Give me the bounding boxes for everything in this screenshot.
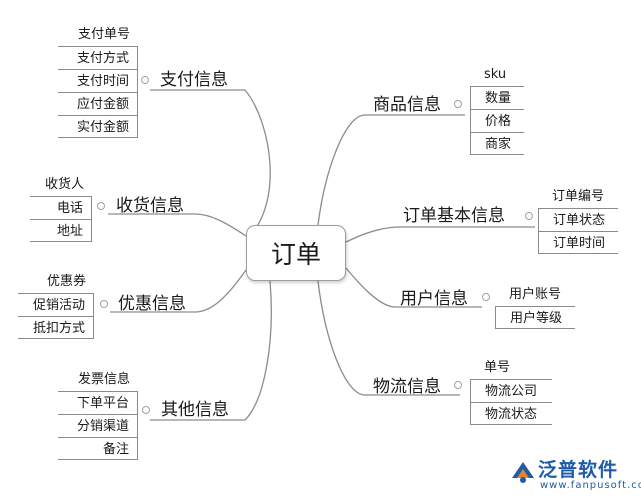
logo-url: www.fanpusoft.com (540, 480, 641, 491)
leaf-product-2[interactable]: 价格 (470, 109, 524, 132)
leaf-receiver-2[interactable]: 地址 (30, 219, 92, 242)
link-order-basic (345, 226, 535, 243)
list-user: 用户账号 用户等级 (495, 283, 575, 329)
list-discount: 优惠券 促销活动 抵扣方式 (18, 270, 94, 339)
leaf-order-basic-1[interactable]: 订单状态 (538, 208, 618, 231)
leaf-discount-1[interactable]: 促销活动 (18, 293, 94, 316)
link-product (317, 114, 465, 226)
collapse-dot-user (482, 293, 490, 301)
leaf-other-0[interactable]: 发票信息 (77, 372, 130, 387)
branch-discount[interactable]: 优惠信息 (118, 294, 186, 314)
link-payment (150, 89, 271, 239)
branch-receiver[interactable]: 收货信息 (116, 196, 184, 216)
link-logistics (317, 280, 460, 396)
fanpu-logo: 泛普软件 www.fanpusoft.com (508, 452, 641, 498)
leaf-product-1[interactable]: 数量 (470, 86, 524, 109)
leaf-receiver-1[interactable]: 电话 (30, 196, 92, 219)
leaf-other-1[interactable]: 下单平台 (58, 391, 138, 414)
leaf-payment-3[interactable]: 应付金额 (58, 92, 138, 115)
branch-order-basic[interactable]: 订单基本信息 (403, 206, 505, 226)
collapse-dot-order-basic (525, 212, 533, 220)
leaf-payment-4[interactable]: 实付金额 (58, 115, 138, 138)
leaf-receiver-0[interactable]: 收货人 (44, 177, 84, 192)
branch-user[interactable]: 用户信息 (400, 289, 468, 309)
list-order-basic: 订单编号 订单状态 订单时间 (538, 185, 618, 254)
list-receiver: 收货人 电话 地址 (30, 173, 92, 242)
leaf-user-0[interactable]: 用户账号 (509, 287, 562, 302)
list-product: sku 数量 价格 商家 (470, 63, 524, 155)
leaf-other-2[interactable]: 分销渠道 (58, 414, 138, 437)
link-discount (110, 269, 247, 313)
branch-product[interactable]: 商品信息 (373, 95, 441, 115)
center-label: 订单 (270, 240, 321, 269)
collapse-dot-discount (100, 300, 108, 308)
list-logistics: 单号 物流公司 物流状态 (470, 356, 552, 425)
collapse-dot-payment (141, 76, 149, 84)
collapse-dot-logistics (454, 381, 462, 389)
collapse-dot-other (142, 406, 150, 414)
list-other: 发票信息 下单平台 分销渠道 备注 (58, 368, 138, 460)
branch-logistics[interactable]: 物流信息 (373, 377, 441, 397)
leaf-logistics-0[interactable]: 单号 (484, 360, 511, 375)
branch-payment[interactable]: 支付信息 (160, 70, 228, 90)
fanpu-logo-icon (512, 462, 534, 483)
leaf-product-3[interactable]: 商家 (470, 132, 524, 155)
leaf-logistics-1[interactable]: 物流公司 (470, 379, 552, 402)
leaf-order-basic-0[interactable]: 订单编号 (552, 189, 605, 204)
collapse-dot-product (454, 100, 462, 108)
leaf-discount-2[interactable]: 抵扣方式 (18, 316, 94, 339)
collapse-dot-receiver (97, 202, 105, 210)
link-user (345, 267, 482, 308)
link-other (150, 280, 272, 421)
leaf-payment-2[interactable]: 支付时间 (58, 69, 138, 92)
leaf-product-0[interactable]: sku (484, 67, 507, 82)
leaf-payment-1[interactable]: 支付方式 (58, 46, 138, 69)
link-receiver (108, 213, 247, 237)
center-node[interactable]: 订单 (246, 225, 346, 281)
leaf-user-1[interactable]: 用户等级 (495, 306, 575, 329)
leaf-payment-0[interactable]: 支付单号 (77, 27, 130, 42)
list-payment: 支付单号 支付方式 支付时间 应付金额 实付金额 (58, 23, 138, 138)
leaf-other-3[interactable]: 备注 (58, 437, 138, 460)
logo-text: 泛普软件 (538, 459, 619, 481)
leaf-logistics-2[interactable]: 物流状态 (470, 402, 552, 425)
branch-other[interactable]: 其他信息 (161, 400, 229, 420)
leaf-discount-0[interactable]: 优惠券 (46, 274, 86, 289)
leaf-order-basic-2[interactable]: 订单时间 (538, 231, 618, 254)
